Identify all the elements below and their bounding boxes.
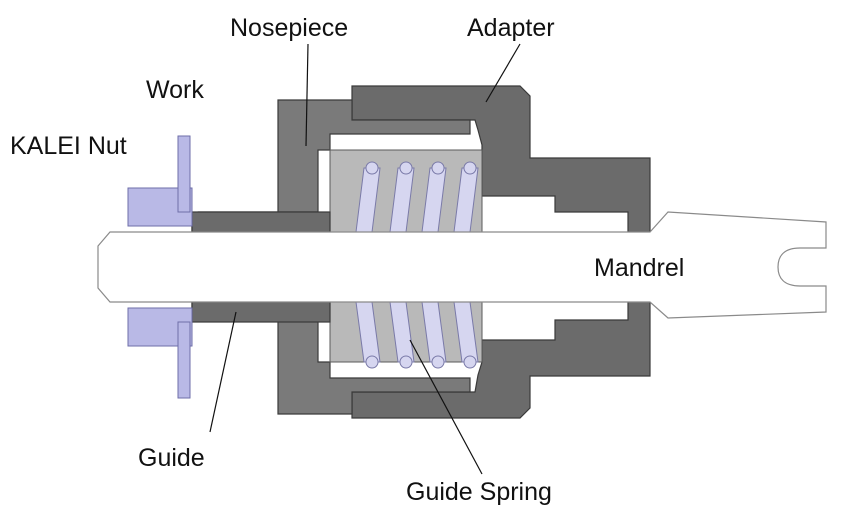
label-nosepiece: Nosepiece — [230, 14, 348, 42]
guide-spring — [355, 161, 479, 369]
spring-wire-end-6 — [399, 355, 413, 369]
spring-wire-end-3 — [431, 161, 445, 175]
work-part — [177, 135, 191, 399]
spring-wire-end-5 — [365, 355, 379, 369]
guide-lower — [191, 301, 331, 323]
adapter-part — [351, 85, 651, 419]
work-plate-lower — [177, 321, 191, 399]
spring-wire-end-7 — [431, 355, 445, 369]
guide-spring-leader — [409, 339, 483, 475]
spring-wire-end-4 — [463, 161, 477, 175]
label-work: Work — [146, 76, 204, 104]
guide-upper — [191, 211, 331, 233]
mandrel-part — [97, 211, 827, 319]
label-mandrel: Mandrel — [594, 254, 684, 282]
nosepiece-leader — [305, 43, 309, 147]
label-guide: Guide — [138, 444, 205, 472]
adapter-lower — [351, 299, 651, 419]
label-kalei-nut: KALEI Nut — [10, 132, 127, 160]
spring-wire-end-2 — [399, 161, 413, 175]
guide-leader — [209, 311, 237, 433]
work-plate-upper — [177, 135, 191, 213]
label-adapter: Adapter — [467, 14, 555, 42]
adapter-leader — [485, 43, 521, 103]
spring-wire-end-1 — [365, 161, 379, 175]
spring-wire-end-8 — [463, 355, 477, 369]
label-guide-spring: Guide Spring — [406, 478, 552, 506]
adapter-upper — [351, 85, 651, 233]
